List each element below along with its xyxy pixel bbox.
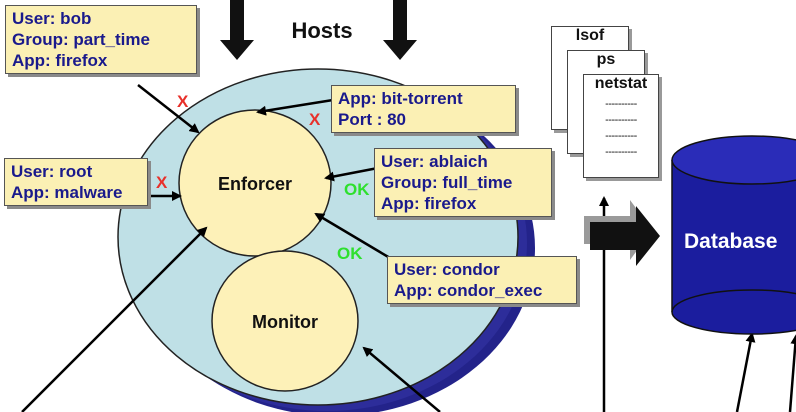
rule-port: Port : 80	[338, 110, 407, 129]
down-arrow-left	[220, 0, 254, 60]
netstat-line: ----------	[605, 114, 637, 126]
deny-mark-bob: X	[177, 92, 189, 111]
netstat-line: ----------	[605, 130, 637, 142]
rule-box-bob: User: bob Group: part_time App: firefox	[5, 5, 197, 74]
enforcer-node	[178, 109, 332, 257]
arrow-up-database-right	[788, 334, 796, 412]
rule-app: App: firefox	[381, 194, 477, 213]
monitor-node	[211, 250, 359, 392]
rule-box-condor: User: condor App: condor_exec	[387, 256, 577, 304]
database-label: Database	[684, 230, 777, 253]
netstat-line: ----------	[605, 146, 637, 158]
hosts-title: Hosts	[291, 18, 352, 43]
enforcer-label: Enforcer	[218, 174, 292, 194]
database-body	[672, 160, 796, 312]
rule-user: User: bob	[12, 9, 92, 28]
rule-group: Group: part_time	[12, 30, 150, 49]
arrow-lower-monitor	[362, 346, 441, 412]
down-arrow-right	[383, 0, 417, 60]
rule-box-bittorrent: App: bit-torrent Port : 80	[331, 85, 516, 133]
arrow-condor	[314, 212, 391, 260]
rule-box-root: User: root App: malware	[4, 158, 148, 206]
netstat-document: netstat ---------- ---------- ----------…	[583, 74, 659, 178]
rule-app: App: condor_exec	[394, 281, 543, 300]
monitor-label: Monitor	[252, 312, 318, 332]
flow-block-arrow	[590, 206, 660, 266]
rule-box-ablaich: User: ablaich Group: full_time App: fire…	[374, 148, 552, 217]
rule-user: User: condor	[394, 260, 500, 279]
arrow-bob	[137, 84, 200, 134]
rule-app: App: firefox	[12, 51, 108, 70]
arrow-lower-left	[21, 226, 208, 412]
rule-app: App: malware	[11, 183, 123, 202]
netstat-label: netstat	[594, 75, 648, 92]
allow-mark-condor: OK	[337, 244, 363, 263]
rule-user: User: ablaich	[381, 152, 488, 171]
netstat-line: ----------	[605, 98, 637, 110]
allow-mark-ablaich: OK	[344, 180, 370, 199]
lsof-label: lsof	[575, 27, 605, 44]
arrow-ablaich	[324, 166, 379, 182]
ps-label: ps	[596, 51, 616, 68]
deny-mark-bittorrent: X	[309, 110, 321, 129]
arrow-bittorrent	[256, 98, 334, 116]
arrow-up-database-left	[735, 332, 756, 412]
deny-mark-root: X	[156, 173, 168, 192]
database-top	[671, 135, 796, 185]
rule-app: App: bit-torrent	[338, 89, 463, 108]
rule-group: Group: full_time	[381, 173, 513, 192]
rule-user: User: root	[11, 162, 93, 181]
